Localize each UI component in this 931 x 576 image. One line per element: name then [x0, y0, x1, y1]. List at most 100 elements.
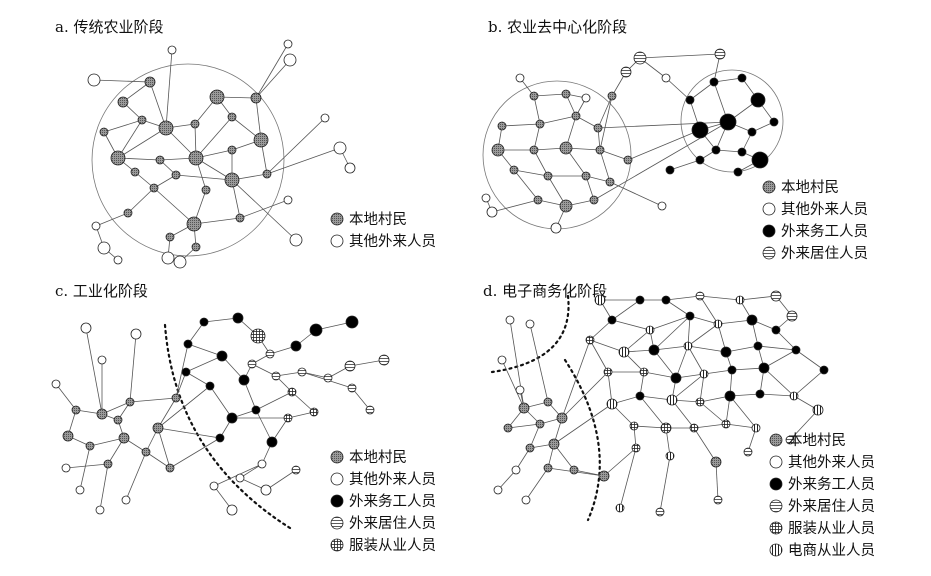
legend-label: 外来居住人员 [781, 245, 868, 262]
edge [763, 367, 795, 397]
node-local [113, 415, 123, 425]
edge [693, 427, 717, 463]
legend-label: 其他外来人员 [349, 471, 436, 488]
edge [117, 127, 167, 159]
node-other [173, 255, 187, 269]
edge [611, 319, 651, 331]
node-local [569, 465, 579, 475]
node-other [333, 141, 347, 155]
node-local [125, 397, 135, 407]
node-other [87, 73, 101, 87]
edge [187, 321, 205, 345]
node-ecommerce [735, 295, 745, 305]
worker-cluster-boundary [680, 69, 784, 173]
node-worker [685, 95, 695, 105]
node-worker [685, 311, 695, 321]
node-ecommerce [615, 503, 625, 513]
node-local [227, 112, 237, 122]
node-ecommerce [594, 294, 606, 306]
legend-symbol-resident [330, 516, 344, 530]
node-ecommerce [606, 398, 618, 410]
node-other [161, 251, 175, 265]
node-worker [727, 365, 737, 375]
edge [597, 121, 729, 129]
node-local [191, 242, 201, 252]
node-local [491, 143, 505, 157]
node-local [623, 155, 633, 165]
edge [643, 371, 677, 379]
legend-symbol-local [769, 433, 783, 447]
edge [603, 447, 637, 477]
node-local [543, 171, 553, 181]
node-garment [721, 419, 731, 429]
node-ecommerce [645, 325, 655, 335]
node-local [123, 208, 133, 218]
legend-symbol-garment [769, 521, 783, 535]
node-local [710, 456, 722, 468]
node-other [289, 233, 303, 247]
legend-symbol-worker [769, 477, 783, 491]
node-local [188, 150, 204, 166]
node-garment [639, 367, 649, 377]
edge [255, 43, 289, 99]
edge [725, 423, 757, 429]
node-worker [215, 433, 225, 443]
node-worker [737, 73, 747, 83]
edge [231, 179, 297, 241]
panel-c-nodes [51, 312, 390, 516]
node-resident [785, 435, 795, 445]
node-local [529, 145, 539, 155]
edge [93, 79, 151, 83]
edge [795, 349, 825, 371]
node-garment [283, 413, 293, 423]
legend-symbol-local [762, 180, 776, 194]
edge [689, 81, 715, 101]
node-local [525, 443, 535, 453]
node-worker [226, 412, 238, 424]
edge [539, 115, 577, 125]
edge [157, 397, 177, 429]
node-local [165, 463, 175, 473]
edge [639, 53, 721, 59]
stage-divider-inner [490, 294, 570, 374]
edge [153, 187, 195, 225]
node-resident [344, 360, 356, 372]
panel-b-title: b. 农业去中心化阶段 [488, 18, 627, 36]
panel-d: d. 电子商务化阶段 本地村民其他外来人员外来务工人员外来居住人员服装从业人员电… [483, 282, 875, 559]
node-local [144, 76, 156, 88]
node-local [605, 177, 615, 187]
edge [675, 345, 689, 379]
edge [187, 343, 223, 357]
edge [221, 355, 245, 381]
node-resident [713, 495, 723, 505]
node-worker [205, 381, 215, 391]
node-other [515, 385, 525, 395]
edge [739, 295, 777, 301]
stage-divider-outer [563, 358, 601, 522]
legend-label: 本地村民 [781, 179, 839, 196]
panel-b-nodes [481, 48, 779, 234]
node-local [190, 119, 200, 129]
edge [599, 149, 629, 161]
legend-label: 外来居住人员 [349, 515, 436, 532]
node-other [209, 481, 219, 491]
edge [687, 345, 727, 353]
node-local [130, 167, 140, 177]
node-other [75, 485, 85, 495]
node-garment [585, 335, 595, 345]
node-other [283, 195, 293, 205]
node-local [598, 470, 610, 482]
edge [553, 443, 575, 471]
edge [145, 451, 171, 469]
node-resident [620, 66, 632, 78]
legend-label: 服装从业人员 [349, 537, 436, 554]
node-other [581, 93, 591, 103]
edge [649, 315, 691, 331]
node-other [121, 495, 131, 505]
node-worker [648, 344, 660, 356]
legend-symbol-other [762, 202, 776, 216]
panel-c-title: c. 工业化阶段 [55, 282, 148, 300]
node-worker [791, 345, 801, 355]
edge [561, 371, 609, 419]
